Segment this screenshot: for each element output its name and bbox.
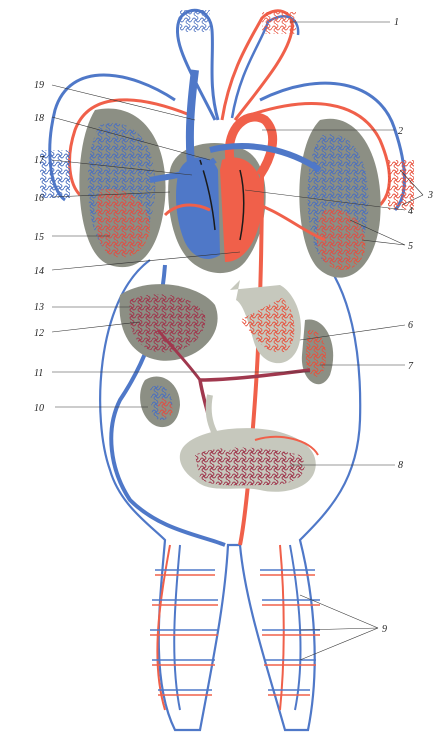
portal-vein-and-intestines: [180, 370, 318, 492]
stomach: [230, 280, 301, 363]
label-12: 12: [34, 328, 44, 339]
liver: [119, 284, 217, 380]
label-15: 15: [34, 232, 44, 243]
label-10: 10: [34, 403, 44, 414]
kidney: [140, 376, 180, 427]
label-19: 19: [34, 80, 44, 91]
label-8: 8: [398, 460, 403, 471]
heart: [168, 143, 266, 273]
head-vessel-loops: [177, 10, 298, 120]
left-lung: [79, 108, 165, 267]
label-16: 16: [34, 193, 44, 204]
label-1: 1: [394, 17, 399, 28]
label-11: 11: [34, 368, 43, 379]
label-5: 5: [408, 241, 413, 252]
label-6: 6: [408, 320, 413, 331]
label-18: 18: [34, 113, 44, 124]
label-3: 3: [427, 190, 433, 201]
spleen: [302, 319, 333, 384]
label-14: 14: [34, 266, 44, 277]
label-2: 2: [398, 126, 403, 137]
leg-vessels: [150, 545, 320, 710]
label-9: 9: [382, 624, 387, 635]
label-7: 7: [408, 361, 414, 372]
label-4: 4: [408, 206, 413, 217]
label-17: 17: [34, 155, 45, 166]
label-13: 13: [34, 302, 44, 313]
